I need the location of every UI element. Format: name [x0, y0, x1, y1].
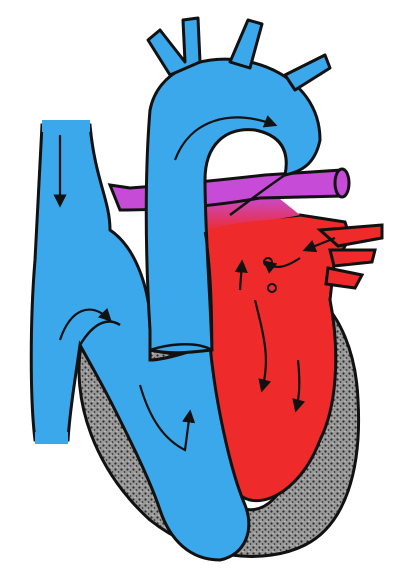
pulmonary-artery-end — [335, 169, 349, 197]
superior-vena-cava — [42, 120, 90, 132]
inferior-vena-cava — [35, 432, 68, 444]
